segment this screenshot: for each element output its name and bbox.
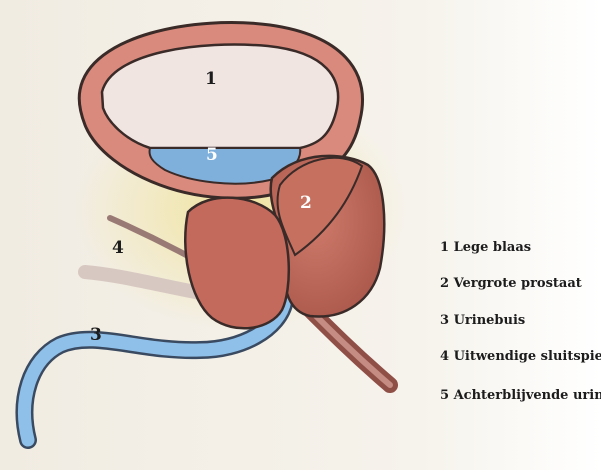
legend-item-achterblijvende-urine: 5 Achterblijvende urine [440,389,601,402]
label-number-5: 5 [206,147,218,164]
legend-item-uitwendige-sluitspier: 4 Uitwendige sluitspier [440,350,601,363]
label-number-3: 3 [90,327,102,344]
legend-item-vergrote-prostaat: 2 Vergrote prostaat [440,277,582,290]
label-number-4: 4 [112,240,124,257]
label-number-2: 2 [300,195,312,212]
legend-item-urinebuis: 3 Urinebuis [440,314,525,327]
legend-item-lege-blaas: 1 Lege blaas [440,241,531,254]
label-number-1: 1 [205,71,217,88]
bladder-lumen [102,45,338,148]
